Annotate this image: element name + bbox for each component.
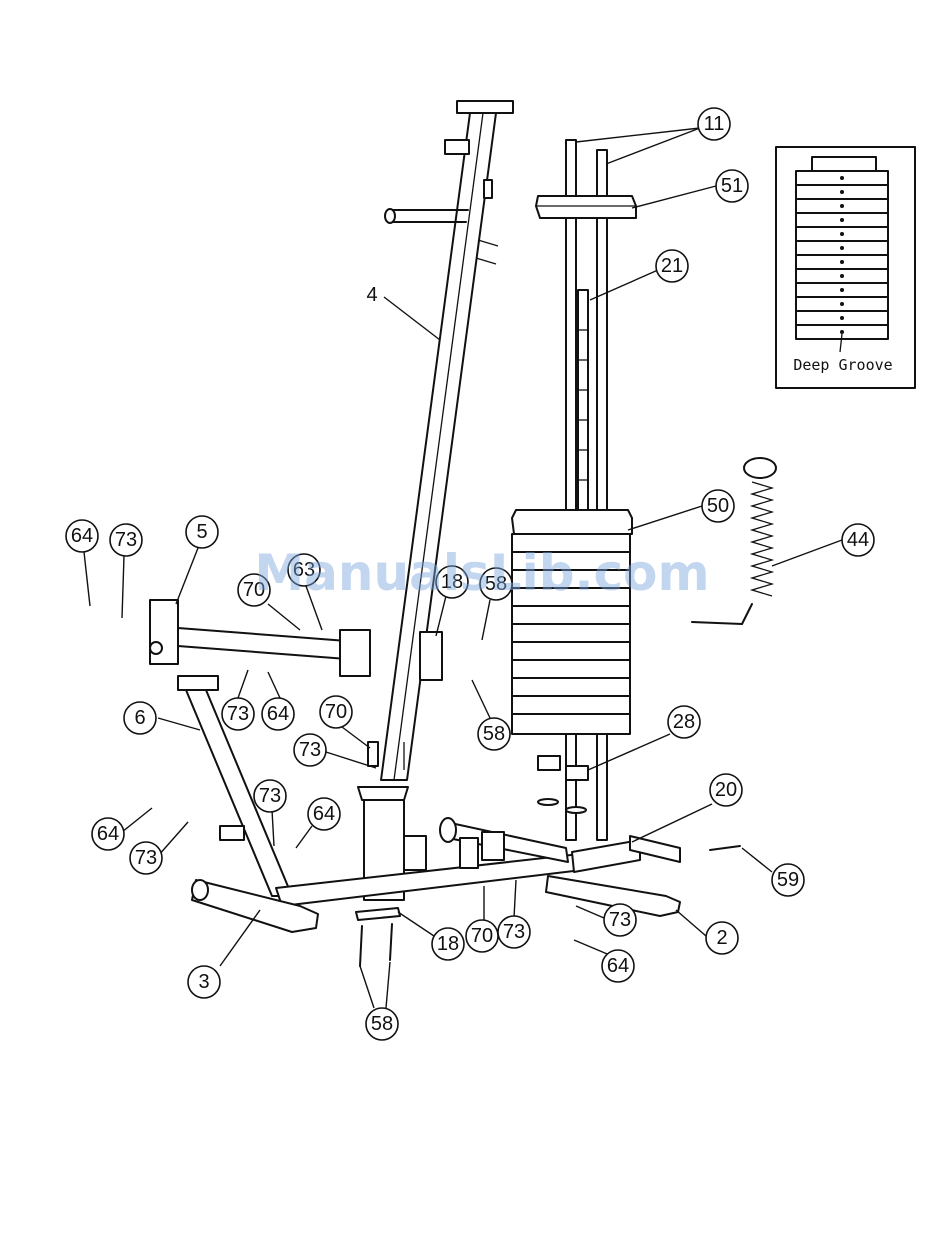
callout-59: 59 <box>772 864 804 896</box>
callout-4-label: 4 <box>366 284 377 306</box>
callout-70: 70 <box>466 920 498 952</box>
callout-73-label: 73 <box>299 739 321 761</box>
callout-6-label: 6 <box>134 707 145 729</box>
callout-28: 28 <box>668 706 700 738</box>
callout-73-label: 73 <box>503 921 525 943</box>
callout-73: 73 <box>498 916 530 948</box>
callout-58-label: 58 <box>371 1013 393 1035</box>
callout-59-label: 59 <box>777 869 799 891</box>
callout-73: 73 <box>294 734 326 766</box>
callout-58-label: 58 <box>483 723 505 745</box>
callout-51: 51 <box>716 170 748 202</box>
callout-3: 3 <box>188 966 220 998</box>
callout-44: 44 <box>842 524 874 556</box>
callout-64: 64 <box>308 798 340 830</box>
callout-64: 64 <box>92 818 124 850</box>
callout-58: 58 <box>366 1008 398 1040</box>
callout-5: 5 <box>186 516 218 548</box>
callout-50: 50 <box>702 490 734 522</box>
callout-70-label: 70 <box>471 925 493 947</box>
inset-weight-detail: Deep Groove <box>776 147 915 388</box>
callout-2-label: 2 <box>716 927 727 949</box>
callout-64-label: 64 <box>313 803 335 825</box>
callout-20: 20 <box>710 774 742 806</box>
callout-73-label: 73 <box>115 529 137 551</box>
callout-21-label: 21 <box>661 255 683 277</box>
callout-18: 18 <box>432 928 464 960</box>
callout-64-label: 64 <box>267 703 289 725</box>
callout-64-label: 64 <box>607 955 629 977</box>
callout-6: 6 <box>124 702 156 734</box>
weight-stack-assembly <box>512 140 636 840</box>
callout-21: 21 <box>656 250 688 282</box>
callout-73-label: 73 <box>259 785 281 807</box>
callout-64: 64 <box>602 950 634 982</box>
callout-73: 73 <box>110 524 142 556</box>
callout-5-label: 5 <box>196 521 207 543</box>
callout-44-label: 44 <box>847 529 869 551</box>
callout-11-label: 11 <box>704 113 725 135</box>
callout-73-label: 73 <box>609 909 631 931</box>
callout-70-label: 70 <box>325 701 347 723</box>
callout-73: 73 <box>222 698 254 730</box>
callout-3-label: 3 <box>198 971 209 993</box>
callout-50-label: 50 <box>707 495 729 517</box>
callout-73: 73 <box>254 780 286 812</box>
main-upright <box>358 101 513 800</box>
callout-70: 70 <box>320 696 352 728</box>
callout-64: 64 <box>66 520 98 552</box>
callout-73: 73 <box>604 904 636 936</box>
callout-64-label: 64 <box>97 823 119 845</box>
callout-64-label: 64 <box>71 525 93 547</box>
callout-18-label: 18 <box>437 933 459 955</box>
callout-28-label: 28 <box>673 711 695 733</box>
callout-2: 2 <box>706 922 738 954</box>
callout-73-label: 73 <box>227 703 249 725</box>
callout-64: 64 <box>262 698 294 730</box>
callout-4: 4 <box>366 284 377 306</box>
callout-51-label: 51 <box>721 175 743 197</box>
callout-73: 73 <box>130 842 162 874</box>
callout-73-label: 73 <box>135 847 157 869</box>
callout-11: 11 <box>698 108 730 140</box>
callout-58: 58 <box>478 718 510 750</box>
watermark: ManualsLib.com <box>254 544 709 602</box>
inset-caption: Deep Groove <box>793 356 892 374</box>
callout-20-label: 20 <box>715 779 737 801</box>
